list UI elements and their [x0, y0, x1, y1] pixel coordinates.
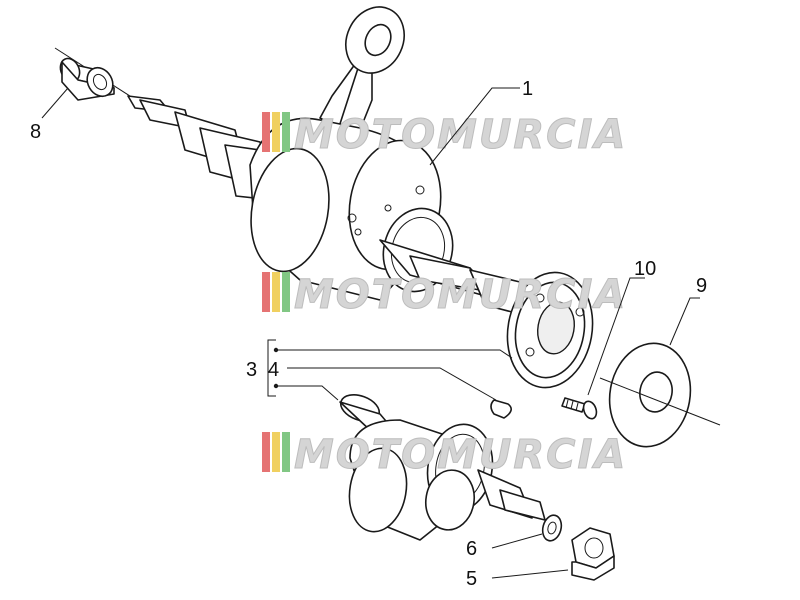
watermark-text: MOTOMURCIA [294, 272, 627, 318]
watermark-stripe-green [282, 112, 290, 152]
part-4-key [490, 399, 512, 419]
callout-5: 5 [466, 568, 477, 590]
callout-10: 10 [634, 258, 656, 280]
watermark-stripe-yellow [272, 432, 280, 472]
part-8-bushing [54, 47, 131, 101]
bracket-dot-bottom [273, 383, 279, 389]
leader-3-top [276, 349, 513, 359]
callout-6: 6 [466, 538, 477, 560]
leader-6 [491, 533, 543, 549]
part-5-nut [571, 527, 615, 581]
leader-5 [491, 569, 569, 579]
watermark-stripe-yellow [272, 272, 280, 312]
leader-10 [587, 277, 645, 396]
watermark-text: MOTOMURCIA [294, 432, 627, 478]
watermark-stripe-green [282, 272, 290, 312]
bracket-3 [267, 339, 276, 397]
callout-4: 4 [268, 359, 279, 381]
watermark-stripe-red [262, 272, 270, 312]
watermark-stripe-red [262, 112, 270, 152]
watermark-stripe-green [282, 432, 290, 472]
part-6-washer [541, 514, 563, 542]
watermark-text: MOTOMURCIA [294, 112, 627, 158]
part-10-bolt [561, 397, 598, 420]
part-1-crankshaft [127, 6, 536, 319]
leader-8 [41, 87, 69, 119]
watermark-group: MOTOMURCIA MOTOMURCIA MOTOMURCIA [262, 112, 627, 479]
part-9-washer [599, 342, 721, 448]
leader-9 [669, 297, 700, 346]
leader-3-bottom [276, 385, 339, 401]
leader-4 [287, 367, 497, 401]
callout-8: 8 [30, 121, 41, 143]
watermark-1: MOTOMURCIA [262, 112, 627, 159]
callout-9: 9 [696, 275, 707, 297]
timing-gear [506, 271, 594, 389]
watermark-stripe-yellow [272, 112, 280, 152]
watermark-stripe-red [262, 432, 270, 472]
leader-lines [41, 87, 700, 579]
watermark-2: MOTOMURCIA [262, 272, 627, 319]
leader-1 [429, 87, 520, 166]
callout-3: 3 [246, 359, 257, 381]
callout-1: 1 [522, 78, 533, 100]
watermark-3: MOTOMURCIA [262, 432, 627, 479]
bracket-dot-top [273, 347, 279, 353]
callout-labels: 1 3 4 5 6 8 9 10 [30, 78, 707, 590]
